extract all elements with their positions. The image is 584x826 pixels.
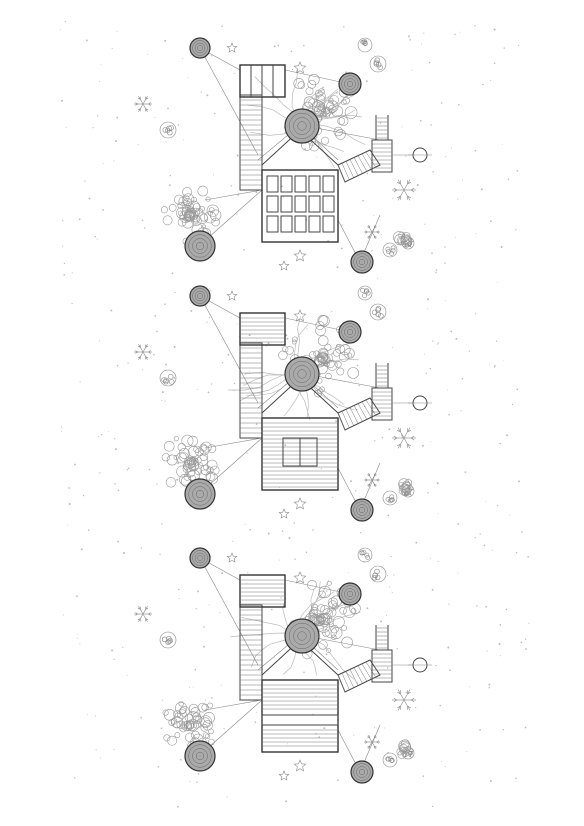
deck-walkway — [239, 604, 263, 701]
shrub-icon — [134, 344, 152, 360]
tree-trunk-icon — [189, 37, 211, 59]
main-cabin — [261, 169, 339, 243]
rope-swing-icon — [392, 657, 432, 673]
star-plant-icon — [293, 61, 307, 74]
tree-trunk-icon — [350, 498, 374, 522]
shrub-icon — [159, 631, 177, 649]
shrub-icon — [159, 369, 177, 387]
main-cabin — [261, 679, 339, 753]
star-plant-icon — [278, 260, 290, 271]
tree-canopy-icon — [392, 231, 413, 248]
rope-bridge — [337, 659, 381, 693]
upper-platform — [239, 64, 286, 98]
plan-top — [134, 37, 432, 274]
shrub-icon — [134, 96, 152, 112]
star-plant-icon — [293, 571, 307, 584]
tree-trunk-icon — [338, 320, 362, 344]
star-plant-icon — [226, 552, 238, 563]
tree-trunk-icon — [284, 618, 320, 654]
shrub-icon — [382, 752, 398, 768]
shrub-icon — [382, 242, 398, 258]
star-plant-icon — [278, 508, 290, 519]
tree-canopy-icon — [161, 434, 220, 490]
shrub-icon — [369, 303, 387, 321]
plan-middle — [134, 285, 432, 522]
star-plant-icon — [226, 42, 238, 53]
stair-icon — [371, 139, 393, 173]
plan-bottom — [134, 547, 432, 784]
main-cabin — [261, 417, 339, 491]
shrub-icon — [159, 121, 177, 139]
tree-trunk-icon — [338, 582, 362, 606]
stair-icon — [371, 387, 393, 421]
stair-icon — [371, 649, 393, 683]
shrub-icon — [392, 427, 416, 449]
shrub-icon — [364, 224, 380, 240]
rope-bridge — [337, 149, 381, 183]
shrub-icon — [369, 565, 387, 583]
shrub-icon — [392, 689, 416, 711]
shrub-icon — [357, 285, 373, 301]
shrub-icon — [357, 547, 373, 563]
tree-trunk-icon — [350, 760, 374, 784]
shrub-icon — [134, 606, 152, 622]
ladder-icon — [375, 363, 389, 388]
tree-trunk-icon — [189, 285, 211, 307]
star-plant-icon — [293, 309, 307, 322]
tree-trunk-icon — [338, 72, 362, 96]
tree-trunk-icon — [184, 230, 216, 262]
ladder-icon — [375, 115, 389, 140]
shrub-icon — [357, 37, 373, 53]
shrub-icon — [392, 179, 416, 201]
upper-platform — [239, 312, 286, 346]
shrub-icon — [369, 55, 387, 73]
ground-speckle — [59, 20, 530, 808]
tree-canopy-icon — [398, 478, 413, 497]
tree-trunk-icon — [189, 547, 211, 569]
shrub-icon — [364, 472, 380, 488]
shrub-icon — [382, 490, 398, 506]
deck-walkway — [239, 342, 263, 439]
star-plant-icon — [293, 249, 307, 262]
rope-swing-icon — [392, 147, 432, 163]
tree-trunk-icon — [184, 740, 216, 772]
tree-trunk-icon — [350, 250, 374, 274]
tree-trunk-icon — [284, 108, 320, 144]
rope-swing-icon — [392, 395, 432, 411]
star-plant-icon — [293, 759, 307, 772]
star-plant-icon — [293, 497, 307, 510]
tree-trunk-icon — [284, 356, 320, 392]
rope-bridge — [337, 397, 381, 431]
star-plant-icon — [226, 290, 238, 301]
star-plant-icon — [278, 770, 290, 781]
upper-platform — [239, 574, 286, 608]
tree-canopy-icon — [396, 739, 413, 760]
ladder-icon — [375, 625, 389, 650]
tree-trunk-icon — [184, 478, 216, 510]
shrub-icon — [364, 734, 380, 750]
